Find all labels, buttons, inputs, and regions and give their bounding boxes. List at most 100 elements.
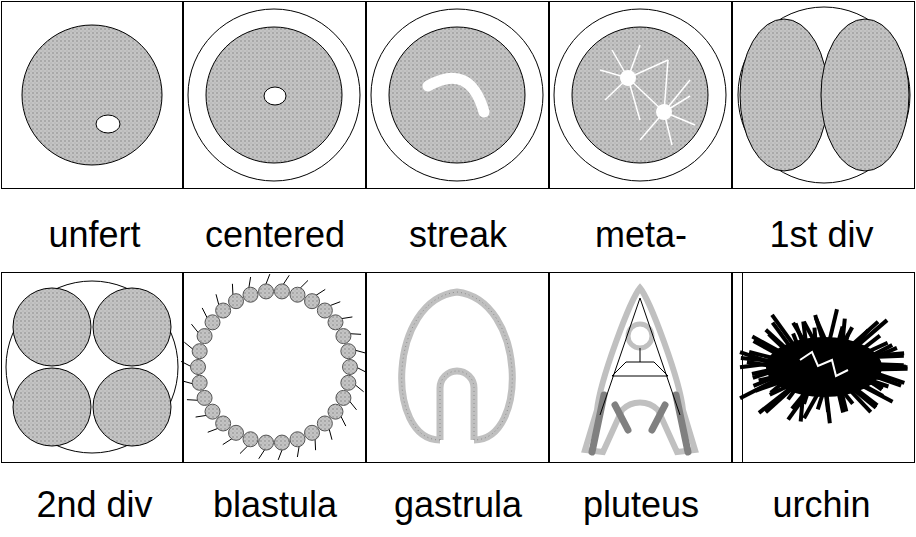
cell-frame (184, 273, 366, 463)
spine (793, 334, 798, 347)
fertilization-envelope (738, 7, 910, 183)
blastomere (259, 284, 274, 299)
blastula (181, 274, 367, 460)
spine (772, 315, 796, 348)
blastomere (191, 360, 206, 375)
blastomere (274, 435, 289, 450)
spine (838, 390, 843, 413)
blastomere (13, 288, 91, 366)
stage-label: pluteus (550, 483, 733, 527)
fertilization-envelope (188, 9, 360, 181)
cell-frame (550, 273, 732, 463)
blastomere (290, 287, 305, 302)
blastomere (216, 303, 231, 318)
blastomere (274, 284, 289, 299)
blastomere (205, 315, 220, 330)
spine (826, 391, 830, 423)
aster-center (656, 104, 672, 120)
streak-egg (371, 9, 543, 181)
fertilization-envelope (371, 9, 543, 181)
blastomere (740, 19, 828, 171)
blastomere (328, 404, 343, 419)
body-outline (585, 288, 695, 452)
cell-frame (733, 2, 915, 189)
stage-label: unfert (3, 213, 186, 257)
cell-frame (367, 2, 549, 189)
four-cell-embryo (6, 281, 178, 453)
blastomere (341, 375, 356, 390)
two-cell-embryo (738, 7, 910, 183)
blastomere (13, 368, 91, 446)
egg (22, 25, 162, 165)
spine (868, 348, 897, 360)
blastomere (290, 432, 305, 447)
ectoderm (402, 292, 513, 440)
gut (628, 324, 652, 348)
asters (600, 45, 695, 145)
stage-label: gastrula (367, 483, 550, 527)
cell-frames (2, 2, 915, 463)
blastomere (197, 329, 212, 344)
spine (801, 389, 804, 422)
blastomere (317, 303, 332, 318)
blastomere (305, 294, 320, 309)
streak (428, 78, 484, 112)
archenteron (440, 371, 474, 440)
centered-egg (188, 9, 360, 181)
stage-label: streak (367, 213, 550, 257)
blastomere (93, 368, 171, 446)
spine (804, 322, 816, 344)
blastomere (243, 287, 258, 302)
surface-mark (800, 352, 848, 376)
nucleus (264, 87, 286, 105)
metaphase-egg (554, 9, 726, 181)
pluteus (585, 288, 695, 452)
blastomere (192, 375, 207, 390)
urchin (740, 309, 908, 423)
cell-frame (2, 273, 183, 463)
cell-frame (184, 2, 366, 189)
spine (829, 309, 837, 343)
spine (740, 362, 778, 367)
blastomere (192, 344, 207, 359)
blastomere (343, 360, 358, 375)
stage-label: 2nd div (3, 483, 186, 527)
spine (870, 367, 907, 372)
egg (389, 27, 525, 163)
stage-label: blastula (184, 483, 367, 527)
fertilization-envelope (6, 281, 178, 453)
blastomere (317, 416, 332, 431)
cell-frame (367, 273, 549, 463)
blastomere (341, 344, 356, 359)
blastomere (229, 294, 244, 309)
cell-frame (550, 2, 732, 189)
blastomere (229, 425, 244, 440)
blastomere (259, 435, 274, 450)
blastomere (243, 432, 258, 447)
blastomere (336, 390, 351, 405)
blastomere (336, 329, 351, 344)
egg (572, 27, 708, 163)
blastomere (821, 19, 909, 171)
blastomere (197, 390, 212, 405)
spine (843, 327, 853, 345)
unfertilized-egg (22, 25, 162, 165)
gastrula (402, 292, 513, 440)
nucleus (96, 115, 120, 133)
spine (841, 389, 853, 403)
blastomere (216, 416, 231, 431)
gastrula-stipple (402, 292, 513, 440)
egg (206, 27, 342, 163)
blastomere (205, 404, 220, 419)
spine (845, 334, 848, 346)
arms (592, 395, 688, 452)
blastomere (328, 315, 343, 330)
stage-label: 1st div (730, 213, 913, 257)
fertilization-envelope (554, 9, 726, 181)
stage-label: centered (184, 213, 367, 257)
blastomere (305, 425, 320, 440)
cell-frame (733, 273, 915, 463)
spine (870, 364, 904, 365)
